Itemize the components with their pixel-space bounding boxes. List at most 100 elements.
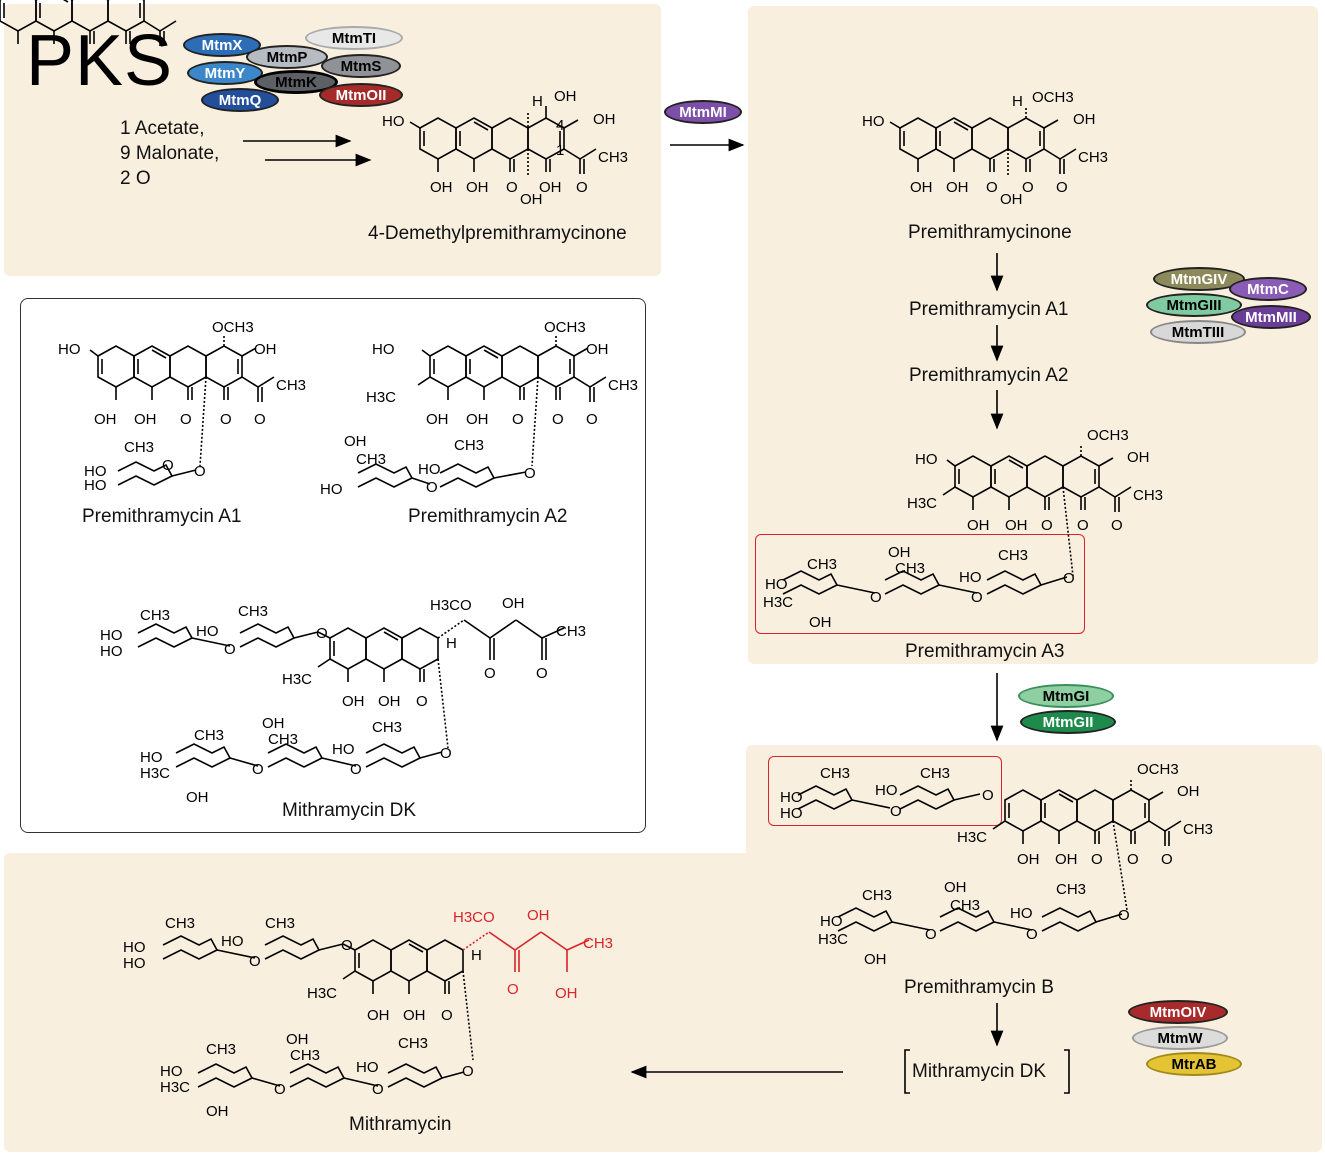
- svg-text:HO: HO: [820, 913, 843, 930]
- svg-text:OH: OH: [539, 179, 562, 196]
- svg-text:O: O: [254, 411, 266, 428]
- label-premithramycin-b: Premithramycin B: [904, 977, 1054, 998]
- svg-text:O: O: [890, 803, 902, 820]
- svg-text:HO: HO: [780, 789, 803, 806]
- substrate-oxygen: 2 O: [120, 168, 151, 189]
- svg-text:CH3: CH3: [807, 556, 837, 573]
- svg-text:O: O: [982, 787, 994, 804]
- svg-text:O: O: [1091, 851, 1103, 868]
- svg-text:O: O: [1022, 179, 1034, 196]
- inset-structure-a1: HO OH OH O O O CH3 OH OCH3: [58, 319, 306, 467]
- enzyme-mtmgii: MtmGII: [1020, 710, 1116, 734]
- svg-text:H3C: H3C: [160, 1079, 190, 1096]
- svg-text:CH3: CH3: [862, 887, 892, 904]
- label-mithramycin: Mithramycin: [349, 1114, 452, 1135]
- inset-label-premithramycin-a2: Premithramycin A2: [408, 506, 568, 527]
- svg-text:CH3: CH3: [1133, 487, 1163, 504]
- svg-text:OH: OH: [430, 179, 453, 196]
- bracket-right: [1064, 1049, 1070, 1094]
- enzyme-mtmtiii: MtmTIII: [1150, 320, 1246, 344]
- label-4-demethylpremithramycinone: 4-Demethylpremithramycinone: [368, 223, 627, 244]
- svg-text:1: 1: [556, 142, 564, 159]
- svg-text:O: O: [925, 926, 937, 943]
- enzyme-mtmmi: MtmMI: [664, 100, 742, 124]
- svg-text:CH3: CH3: [206, 1041, 236, 1058]
- svg-text:OH: OH: [1005, 517, 1028, 534]
- svg-text:H3C: H3C: [763, 594, 793, 611]
- svg-text:H3C: H3C: [818, 931, 848, 948]
- svg-text:O: O: [441, 1007, 453, 1024]
- svg-text:OCH3: OCH3: [212, 319, 254, 336]
- svg-text:O: O: [1127, 851, 1139, 868]
- svg-text:HO: HO: [84, 463, 107, 480]
- svg-text:CH3: CH3: [820, 765, 850, 782]
- enzyme-mtmy: MtmY: [187, 61, 263, 85]
- svg-text:O: O: [274, 1081, 286, 1098]
- svg-text:OH: OH: [403, 1007, 426, 1024]
- svg-text:OH: OH: [342, 693, 365, 710]
- svg-text:OH: OH: [586, 341, 609, 358]
- svg-text:OH: OH: [864, 951, 887, 968]
- svg-text:O: O: [440, 745, 452, 762]
- svg-text:H3CO: H3CO: [453, 909, 495, 926]
- svg-text:O: O: [252, 761, 264, 778]
- svg-text:OH: OH: [944, 879, 967, 896]
- svg-text:O: O: [1063, 570, 1075, 587]
- svg-text:O: O: [986, 179, 998, 196]
- inset-label-premithramycin-a1: Premithramycin A1: [82, 506, 242, 527]
- enzyme-mtrab: MtrAB: [1146, 1052, 1242, 1076]
- enzyme-mtms: MtmS: [321, 54, 401, 78]
- svg-text:O: O: [316, 625, 328, 642]
- svg-text:H: H: [446, 635, 457, 652]
- svg-text:CH3: CH3: [598, 149, 628, 166]
- label-mithramycin-dk-bracketed: Mithramycin DK: [912, 1061, 1047, 1082]
- svg-text:O: O: [224, 641, 236, 658]
- label-premithramycin-a2: Premithramycin A2: [909, 365, 1069, 386]
- svg-text:HO: HO: [160, 1063, 183, 1080]
- svg-text:O: O: [162, 457, 174, 474]
- svg-text:H: H: [532, 93, 543, 110]
- label-premithramycin-a3: Premithramycin A3: [905, 641, 1065, 662]
- svg-text:CH3: CH3: [920, 765, 950, 782]
- svg-text:HO: HO: [100, 627, 123, 644]
- svg-text:O: O: [1111, 517, 1123, 534]
- enzyme-mtmmii: MtmMII: [1231, 305, 1311, 329]
- svg-text:O: O: [426, 479, 438, 496]
- inset-structure-a2: HO H3C OH OH O O O CH3 OH OCH3: [366, 319, 638, 467]
- svg-text:CH3: CH3: [268, 731, 298, 748]
- disaccharide-mithramycin: HO HO CH3 HO CH3 O O: [123, 915, 353, 972]
- svg-text:H3C: H3C: [140, 765, 170, 782]
- svg-text:HO: HO: [765, 576, 788, 593]
- svg-text:HO: HO: [84, 477, 107, 494]
- svg-text:O: O: [507, 981, 519, 998]
- trisaccharide-a3: HO H3C OH CH3 OH CH3 HO CH3 O O O: [763, 544, 1075, 631]
- svg-text:O: O: [1026, 926, 1038, 943]
- svg-text:HO: HO: [58, 341, 81, 358]
- svg-text:OH: OH: [593, 111, 616, 128]
- svg-text:4: 4: [556, 117, 564, 134]
- svg-text:O: O: [180, 411, 192, 428]
- svg-text:O: O: [536, 665, 548, 682]
- svg-text:CH3: CH3: [608, 377, 638, 394]
- svg-text:O: O: [552, 411, 564, 428]
- structure-premithramycin-a3: HO H3C OH OH O O O CH3 OH OCH3: [907, 427, 1163, 577]
- svg-text:OH: OH: [426, 411, 449, 428]
- svg-text:O: O: [971, 589, 983, 606]
- enzyme-mtmoiv: MtmOIV: [1128, 1000, 1228, 1024]
- svg-text:HO: HO: [123, 955, 146, 972]
- inset-trisaccharide-dk: HO H3C OH CH3 OH CH3 HO CH3 O O O: [140, 715, 452, 806]
- svg-text:OH: OH: [888, 544, 911, 561]
- svg-text:O: O: [1161, 851, 1173, 868]
- svg-text:OH: OH: [967, 517, 990, 534]
- svg-text:CH3: CH3: [1056, 881, 1086, 898]
- structure-premithramycin-b: H3C OH OH O O O CH3 OH OCH3: [957, 761, 1213, 911]
- svg-text:OH: OH: [344, 433, 367, 450]
- svg-text:HO: HO: [780, 805, 803, 822]
- enzyme-mtmoii: MtmOII: [319, 83, 403, 107]
- svg-text:H3C: H3C: [307, 985, 337, 1002]
- svg-text:HO: HO: [221, 933, 244, 950]
- svg-text:OH: OH: [809, 614, 832, 631]
- inset-sugars-a2: HO OH CH3 HO CH3 O O: [320, 433, 536, 498]
- inset-sugar-a1: HO HO CH3 O O: [84, 439, 206, 494]
- svg-text:OH: OH: [1073, 111, 1096, 128]
